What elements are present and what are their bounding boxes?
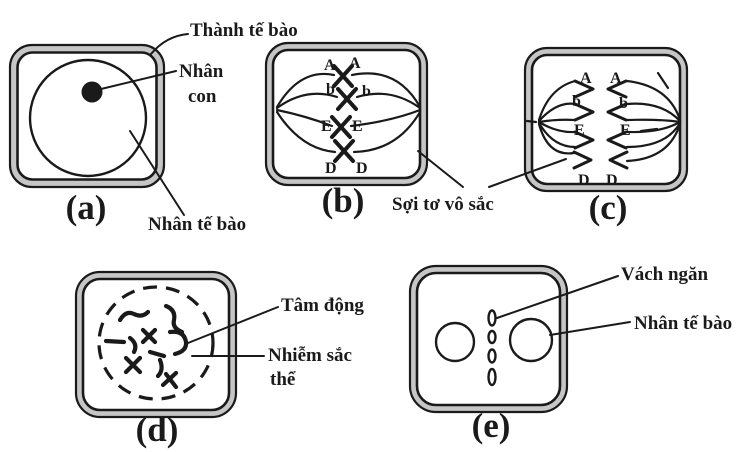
leader-nucleus-e xyxy=(549,321,631,336)
label-cell-plate: Vách ngăn xyxy=(621,264,709,285)
caption-b: (b) xyxy=(322,181,365,220)
label-nucleus-e: Nhân tế bào xyxy=(634,313,732,334)
cell-a-nucleolus-icon xyxy=(81,81,103,103)
cell-c-chromosome-labels: A A b b E E D D xyxy=(572,70,631,189)
caption-d: (d) xyxy=(136,410,179,449)
leader-spindle-right xyxy=(488,158,567,188)
chromosome-letter: b xyxy=(362,83,371,100)
cell-e-cell-plate-icon xyxy=(487,309,497,387)
cell-d: (d) xyxy=(74,270,238,449)
chromosome-letter: E xyxy=(620,122,631,139)
caption-c: (c) xyxy=(589,188,628,227)
caption-e: (e) xyxy=(472,406,511,445)
cell-e: (e) xyxy=(408,264,569,445)
cell-d-membrane-icon xyxy=(81,277,231,412)
cell-b: A A b b E E D D (b) xyxy=(264,41,429,220)
cell-b-chromosomes-icon xyxy=(330,64,358,163)
caption-a: (a) xyxy=(66,188,107,227)
label-centromere: Tâm động xyxy=(281,295,364,316)
cell-a: (a) xyxy=(8,43,166,227)
chromosome-letter: D xyxy=(606,172,618,189)
leader-cell-wall xyxy=(150,33,189,55)
chromosome-letter: D xyxy=(356,160,368,177)
chromosome-letter: E xyxy=(352,118,363,135)
chromosome-letter: A xyxy=(349,55,361,72)
cell-e-left-nucleus-icon xyxy=(434,321,476,363)
chromosome-letter: b xyxy=(619,95,628,112)
cell-a-nucleus-icon xyxy=(28,58,148,178)
chromosome-letter: D xyxy=(578,172,590,189)
label-spindle-fibers: Sợi tơ vô sắc xyxy=(392,194,494,215)
label-chromosome-line2: thể xyxy=(270,369,296,390)
annotations: Thành tế bào Nhân con Nhân tế bào Sợi tơ… xyxy=(100,20,732,390)
label-nucleus-a: Nhân tế bào xyxy=(148,214,246,235)
chromosome-letter: A xyxy=(324,57,336,74)
chromosome-letter: E xyxy=(574,122,585,139)
chromosome-letter: D xyxy=(325,160,337,177)
label-cell-wall: Thành tế bào xyxy=(190,20,298,41)
leader-nucleolus xyxy=(100,70,177,90)
leader-cell-plate xyxy=(496,275,619,319)
chromosome-letter: E xyxy=(321,118,332,135)
label-nucleolus-line2: con xyxy=(188,86,217,107)
cell-d-nuclear-envelope-icon xyxy=(97,285,215,401)
leader-centromere xyxy=(187,306,279,344)
cell-c-spindle-fibers-icon xyxy=(525,71,682,163)
chromosome-letter: b xyxy=(572,93,581,110)
cell-d-chromosomes-icon xyxy=(103,303,189,390)
label-chromosome-line1: Nhiễm sắc xyxy=(268,345,352,366)
cell-e-right-nucleus-icon xyxy=(508,317,554,363)
chromosome-letter: b xyxy=(326,81,335,98)
leader-spindle-left xyxy=(417,150,464,188)
chromosome-letter: A xyxy=(610,70,622,87)
cell-c-chromosomes-icon xyxy=(572,79,629,170)
cell-c: A A b b E E D D (c) xyxy=(523,46,689,227)
label-nucleolus-line1: Nhân xyxy=(179,61,224,82)
cell-b-spindle-fibers-icon xyxy=(275,72,422,154)
cell-a-membrane-icon xyxy=(16,51,158,181)
leader-nucleus-a xyxy=(129,130,185,216)
cell-b-chromosome-labels: A A b b E E D D xyxy=(321,55,371,177)
chromosome-letter: A xyxy=(580,70,592,87)
